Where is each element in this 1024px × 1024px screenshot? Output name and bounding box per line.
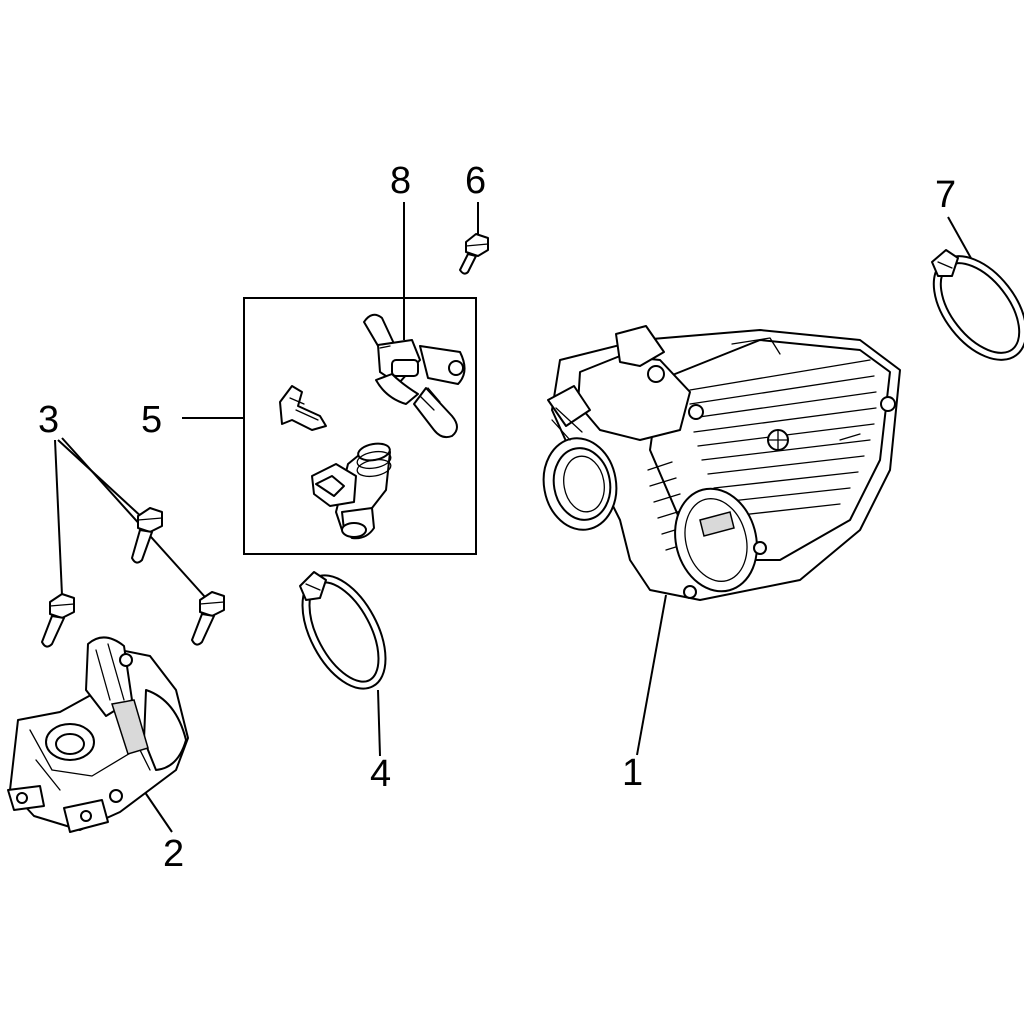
leader-3a: [54, 439, 63, 596]
leader-3c: [61, 437, 206, 598]
callout-5: 5: [141, 399, 162, 441]
callout-1: 1: [622, 752, 643, 794]
hose-clamp-4: [299, 571, 387, 690]
hose-clamp-7: [931, 249, 1024, 361]
kit-box: [243, 297, 477, 555]
fuel-injector: [311, 442, 392, 540]
bolt-3-left: [41, 593, 75, 648]
bolt-6: [459, 233, 489, 275]
callout-7: 7: [935, 174, 956, 216]
retaining-clip: [279, 385, 327, 431]
leader-4: [377, 689, 381, 757]
intake-manifold: [7, 636, 189, 833]
fuel-hose-connector: [363, 313, 466, 439]
leader-1: [636, 594, 667, 756]
callout-4: 4: [370, 753, 391, 795]
bolt-3-right: [191, 591, 225, 646]
throttle-body: [542, 325, 901, 601]
callout-8: 8: [390, 160, 411, 202]
bolt-3-upper: [131, 507, 163, 564]
callout-6: 6: [465, 160, 486, 202]
leader-7: [947, 216, 973, 261]
leader-lines: [54, 202, 973, 833]
leader-3b: [57, 439, 146, 521]
callout-3: 3: [38, 399, 59, 441]
callout-2: 2: [163, 833, 184, 875]
